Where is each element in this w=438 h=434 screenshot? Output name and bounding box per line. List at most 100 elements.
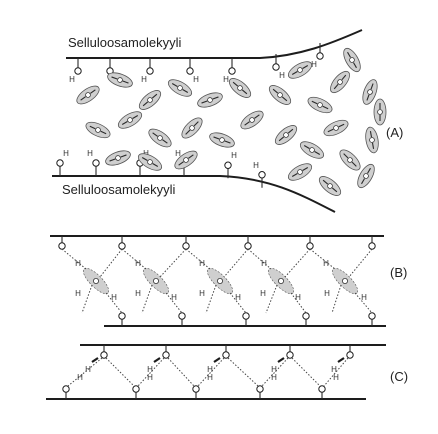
oxygen-atom (306, 242, 314, 250)
hydrogen-bond (141, 284, 153, 314)
bridging-water (82, 267, 110, 295)
water-molecule (343, 47, 361, 73)
oh-bond (142, 101, 149, 107)
oh-bond (132, 115, 139, 119)
hydrogen-atom: H (361, 293, 367, 302)
oh-bond (152, 163, 159, 167)
oxygen-atom (317, 102, 323, 108)
water-molecule (228, 78, 252, 98)
hydrogen-bond (323, 357, 349, 387)
oh-bond (343, 153, 349, 159)
oh-bond (322, 179, 329, 185)
oxygen-atom (278, 278, 284, 284)
water-molecule (299, 141, 325, 159)
oh-bond (90, 89, 96, 94)
hydrogen-bond (81, 284, 93, 314)
oxygen-atom (256, 385, 264, 393)
hydrogen-bond (290, 292, 307, 314)
oh-bond (272, 88, 279, 94)
hydrogen-bond (223, 248, 249, 278)
oh-bond (327, 128, 334, 133)
hydrogen-atom: H (199, 259, 205, 268)
hydrogen-bond (167, 357, 195, 387)
hydrogen-bond (185, 248, 211, 270)
oh-bond (224, 140, 231, 144)
oh-bond (369, 131, 373, 138)
oh-bond (337, 357, 345, 363)
oxygen-atom (368, 312, 376, 320)
oh-bond (122, 80, 129, 84)
hydrogen-atom: H (207, 373, 213, 382)
oh-bond (185, 129, 191, 135)
water-molecule (362, 79, 378, 105)
hydrogen-atom: H (253, 161, 259, 170)
oh-bond (89, 125, 96, 130)
hydrogen-atom: H (199, 289, 205, 298)
hydrogen-atom: H (193, 75, 199, 84)
hydrogen-atom: H (223, 75, 229, 84)
oh-bond (171, 83, 178, 87)
oxygen-atom (74, 67, 82, 75)
oh-bond (367, 167, 371, 174)
hydrogen-atom: H (261, 259, 267, 268)
water-molecule (330, 70, 350, 94)
water-molecule (373, 98, 387, 126)
hydrogen-bond (67, 357, 103, 387)
oh-bond (331, 187, 338, 193)
hydrogen-atom: H (143, 149, 149, 158)
water-molecule (287, 61, 313, 79)
oh-bond (366, 94, 370, 101)
hydrogen-bond (159, 248, 187, 278)
oxygen-atom (237, 85, 243, 91)
oxygen-atom (249, 117, 255, 123)
oh-bond (80, 96, 86, 101)
bridging-water (206, 267, 234, 295)
oh-bond (151, 93, 158, 99)
oh-bond (244, 121, 250, 126)
oh-bond (232, 81, 239, 87)
oh-bond (311, 100, 318, 105)
oh-bond (201, 100, 208, 104)
hydrogen-atom: H (207, 365, 213, 374)
hydrogen-bond (331, 284, 342, 314)
hydrogen-bond (348, 248, 373, 278)
oxygen-atom (297, 67, 303, 73)
oh-bond (121, 121, 128, 125)
hydrogen-atom: H (75, 289, 81, 298)
bottom-chain-label: Selluloosamolekyyli (62, 182, 176, 197)
hydrogen-atom: H (171, 293, 177, 302)
oh-bond (141, 157, 148, 161)
water-molecule (365, 126, 379, 154)
water-molecule (167, 79, 193, 97)
oh-bond (278, 136, 285, 142)
oh-bond (277, 357, 285, 363)
oxygen-atom (272, 63, 280, 71)
hydrogen-atom: H (141, 75, 147, 84)
bridging-water (267, 267, 295, 295)
water-molecule (148, 128, 172, 148)
oxygen-atom (58, 242, 66, 250)
hydrogen-bond (291, 357, 321, 387)
water-molecule (323, 119, 349, 137)
oxygen-atom (368, 242, 376, 250)
oh-bond (353, 62, 357, 69)
oxygen-atom (132, 385, 140, 393)
hydrogen-bond (265, 284, 278, 314)
oh-bond (241, 89, 248, 95)
oh-bond (371, 142, 375, 149)
water-molecule (117, 111, 143, 129)
oxygen-atom (157, 135, 163, 141)
oh-bond (303, 145, 310, 149)
oh-bond (182, 89, 189, 93)
oh-bond (302, 167, 309, 171)
hydrogen-bond (354, 292, 373, 314)
oxygen-atom (277, 92, 283, 98)
oh-bond (361, 178, 365, 185)
oxygen-atom (369, 137, 375, 143)
water-molecule (274, 125, 298, 145)
oxygen-atom (283, 132, 289, 138)
oxygen-atom (242, 312, 250, 320)
top-chain-label: Selluloosamolekyyli (68, 35, 182, 50)
